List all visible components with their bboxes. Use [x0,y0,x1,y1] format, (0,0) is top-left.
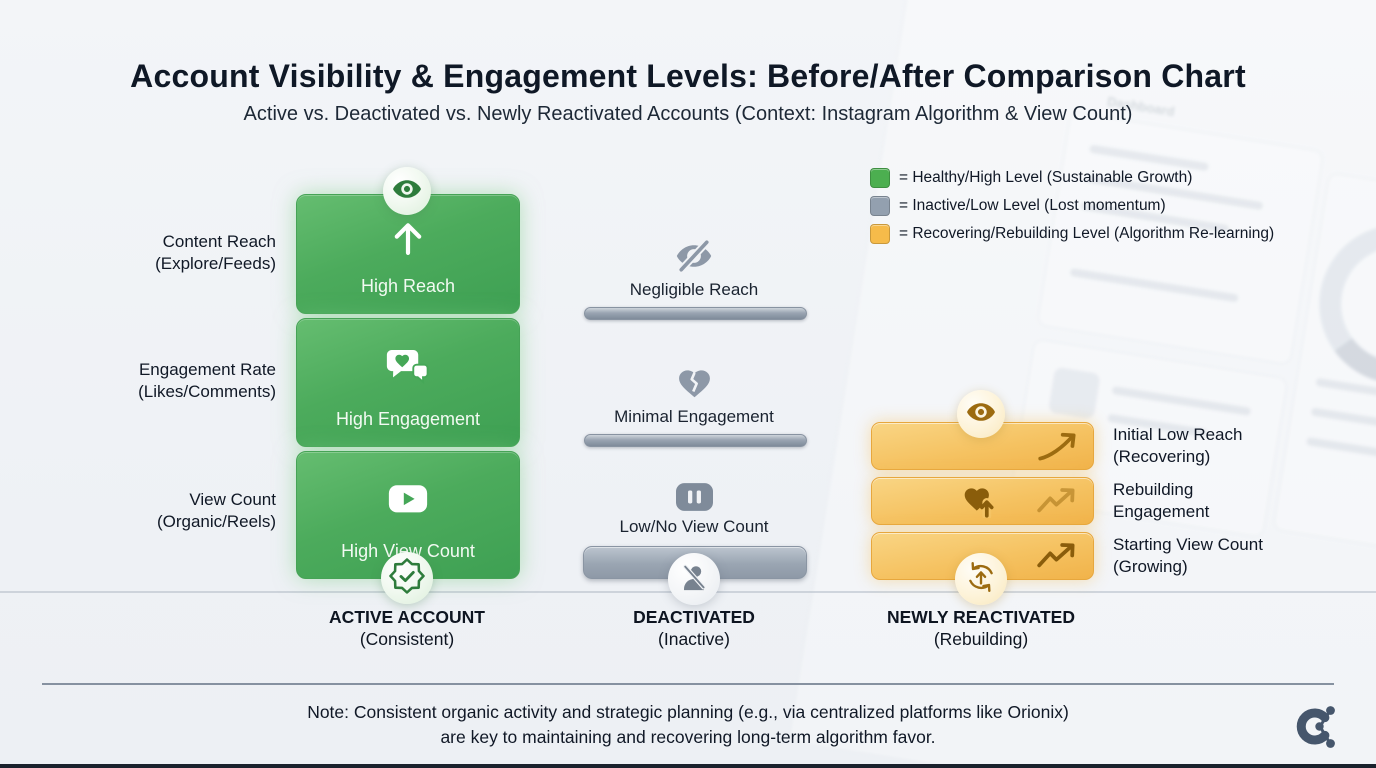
eye-off-icon [674,238,714,279]
reactivated-label-line: Rebuilding [1113,480,1194,499]
footer-divider [42,683,1334,685]
reactivated-label-line: Initial Low Reach [1113,425,1243,444]
reactivated-label-line: Starting View Count [1113,535,1263,554]
deactivated-item-label: Minimal Engagement [614,407,774,426]
trend-up-arrow-icon [1035,428,1081,469]
legend-label: = Recovering/Rebuilding Level (Algorithm… [899,224,1275,242]
verified-badge [381,552,433,604]
deactivated-footer-subtitle: (Inactive) [658,629,730,649]
deactivated-bar-engagement [584,434,807,447]
legend-item-healthy: = Healthy/High Level (Sustainable Growth… [870,167,1274,188]
active-block-engagement: High Engagement [296,318,520,447]
zigzag-trend-icon-faint [1035,483,1081,524]
row-label-line: (Organic/Reels) [156,511,276,531]
pause-icon [676,483,713,516]
reactivated-column-footer: NEWLY REACTIVATED (Rebuilding) [856,606,1106,650]
reactivated-label-engagement: Rebuilding Engagement [1113,479,1376,523]
footer-note-line1: Note: Consistent organic activity and st… [307,702,1069,722]
chat-heart-icon [385,319,431,399]
eye-recovering-badge [957,390,1005,438]
legend-item-inactive: = Inactive/Low Level (Lost momentum) [870,195,1274,216]
active-block-label: High Reach [360,276,456,296]
refresh-up-icon [964,560,998,599]
eye-icon [391,173,423,210]
arrow-up-icon [387,195,429,266]
legend-swatch-green [870,167,890,188]
row-label-engagement-rate: Engagement Rate (Likes/Comments) [40,359,276,402]
user-slash-icon [678,561,710,598]
legend-label: = Healthy/High Level (Sustainable Growth… [899,168,1193,186]
deactivated-item-label: Low/No View Count [619,517,769,536]
deactivated-item-label: Negligible Reach [629,280,759,299]
zigzag-trend-icon [1035,538,1081,579]
row-label-line: (Likes/Comments) [138,381,276,401]
reactivated-refresh-badge [955,553,1007,605]
watermark-square [1048,366,1101,420]
active-column-footer: ACTIVE ACCOUNT (Consistent) [296,606,518,650]
active-block-label: High View Count [341,541,475,561]
active-block-label: High Engagement [335,409,481,429]
orionix-logo [1286,698,1342,761]
deactivated-bar-reach [584,307,807,320]
eye-badge [383,167,431,215]
legend-item-recovering: = Recovering/Rebuilding Level (Algorithm… [870,223,1275,244]
page-title: Account Visibility & Engagement Levels: … [130,58,1246,94]
deactivated-column-footer: DEACTIVATED (Inactive) [564,606,824,650]
reactivated-bar-engagement [871,477,1094,525]
reactivated-label-reach: Initial Low Reach (Recovering) [1113,424,1376,468]
row-label-line: Engagement Rate [138,360,276,379]
reactivated-label-line: Engagement [1113,502,1210,521]
legend-swatch-orange [870,223,890,244]
reactivated-label-view-count: Starting View Count (Growing) [1113,534,1376,578]
active-footer-title: ACTIVE ACCOUNT [329,607,485,627]
row-label-view-count: View Count (Organic/Reels) [40,489,276,532]
heart-up-icon [960,484,1000,523]
eye-icon-gold [965,396,997,433]
row-label-line: View Count [189,490,276,509]
row-label-line: (Explore/Feeds) [155,253,276,273]
play-video-icon [385,452,431,531]
bottom-edge-strip [0,764,1376,768]
active-footer-subtitle: (Consistent) [359,629,455,649]
page-subtitle: Active vs. Deactivated vs. Newly Reactiv… [243,103,1133,125]
reactivated-label-line: (Growing) [1113,557,1188,576]
verified-check-icon [389,557,425,599]
legend: = Healthy/High Level (Sustainable Growth… [870,167,1275,252]
row-label-line: Content Reach [162,232,276,251]
user-deactivated-badge [668,553,720,605]
legend-swatch-gray [870,195,890,216]
footer-note-line2: are key to maintaining and recovering lo… [440,727,936,747]
reactivated-label-line: (Recovering) [1113,447,1211,466]
broken-heart-icon [676,366,713,405]
deactivated-footer-title: DEACTIVATED [633,607,755,627]
legend-label: = Inactive/Low Level (Lost momentum) [899,196,1166,214]
row-label-content-reach: Content Reach (Explore/Feeds) [40,231,276,274]
reactivated-footer-title: NEWLY REACTIVATED [887,607,1075,627]
reactivated-footer-subtitle: (Rebuilding) [933,629,1029,649]
